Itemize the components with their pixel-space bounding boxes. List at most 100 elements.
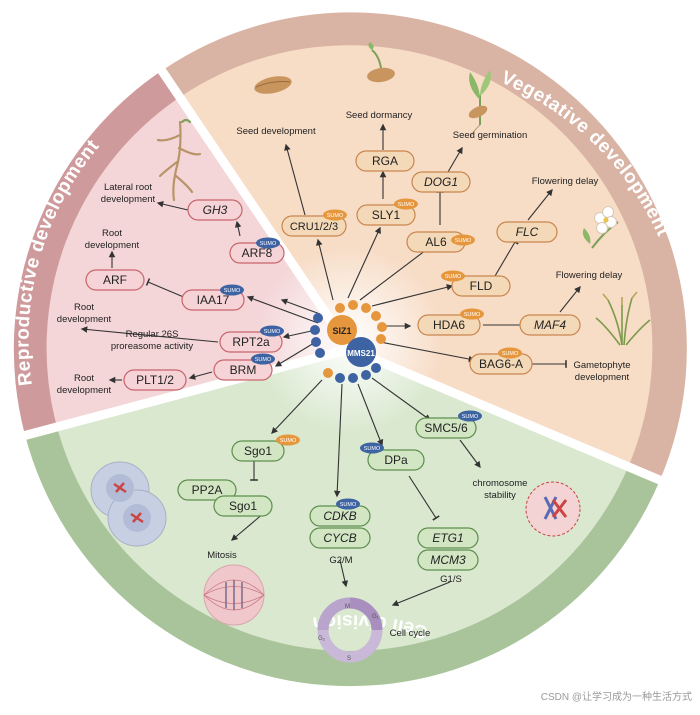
sumo-tag-brm: SUMO	[251, 353, 275, 365]
label-flowering-delay-2: Flowering delay	[556, 270, 623, 281]
svg-text:MAF4: MAF4	[534, 318, 566, 332]
svg-text:DPa: DPa	[384, 453, 408, 467]
mms21-node	[346, 337, 376, 367]
cell-cycle-wheel: M G₁ S G₂	[317, 597, 383, 663]
sumo-tag-hda6: SUMO	[460, 308, 484, 320]
sumo-tag-rpt2a: SUMO	[260, 325, 284, 337]
label-cell-cycle: Cell cycle	[390, 628, 431, 639]
svg-text:RGA: RGA	[372, 154, 398, 168]
gene-mcm3: MCM3	[417, 549, 479, 571]
gene-maf4: MAF4	[519, 314, 581, 336]
rice-plant-icon	[595, 291, 651, 346]
root-icon	[156, 118, 202, 202]
label-flowering-delay-1: Flowering delay	[532, 176, 599, 187]
label-g2m: G2/M	[329, 555, 352, 566]
sumo-tag-fld: SUMO	[441, 270, 465, 282]
label-root-dev-a2: development	[85, 240, 140, 251]
siz1-label: SIZ1	[332, 326, 351, 336]
seed-icon	[254, 76, 292, 94]
svg-text:SUMO: SUMO	[327, 213, 344, 219]
gene-gh3: GH3	[187, 199, 243, 221]
sumo-tag-smc: SUMO	[458, 410, 482, 422]
svg-text:MCM3: MCM3	[430, 553, 466, 567]
svg-text:BAG6-A: BAG6-A	[479, 357, 523, 371]
label-root-dev-c2: development	[57, 385, 112, 396]
svg-text:SUMO: SUMO	[502, 351, 519, 357]
sumo-tag-sgo1: SUMO	[276, 434, 300, 446]
gene-cdkb: CDKB	[309, 505, 371, 527]
label-seed-germination: Seed germination	[453, 130, 527, 141]
label-mitosis: Mitosis	[207, 550, 237, 561]
gene-sgo1-b: Sgo1	[213, 495, 273, 517]
svg-text:SMC5/6: SMC5/6	[424, 421, 468, 435]
gene-arf: ARF	[85, 269, 145, 291]
svg-text:PLT1/2: PLT1/2	[136, 373, 174, 387]
svg-text:CRU1/2/3: CRU1/2/3	[290, 221, 338, 233]
label-seed-dormancy: Seed dormancy	[346, 110, 413, 121]
vegetative-area	[180, 45, 653, 466]
gene-flc: FLC	[496, 221, 558, 243]
gene-al6: AL6	[406, 231, 466, 253]
gene-rga: RGA	[355, 150, 415, 172]
siz1-node	[327, 315, 357, 345]
svg-text:SUMO: SUMO	[398, 202, 415, 208]
svg-text:SUMO: SUMO	[260, 241, 277, 247]
svg-text:HDA6: HDA6	[433, 318, 465, 332]
sumo-tag-al6: SUMO	[451, 234, 475, 246]
flower-icon	[582, 206, 619, 249]
label-lateral-root-1: Lateral root	[104, 182, 152, 193]
phase-g1-label: G₁	[372, 614, 379, 620]
sumo-tag-sly1: SUMO	[394, 198, 418, 210]
svg-text:ARF: ARF	[103, 273, 127, 287]
watermark: CSDN @让学习成为一种生活方式	[541, 690, 692, 703]
svg-text:SUMO: SUMO	[280, 438, 297, 444]
gene-dog1: DOG1	[411, 171, 471, 193]
spindle-icon	[203, 564, 265, 626]
label-root-dev-c1: Root	[74, 373, 94, 384]
gene-fld: FLD	[451, 275, 511, 297]
sumo-tag-arf8: SUMO	[256, 237, 280, 249]
svg-text:ETG1: ETG1	[432, 531, 463, 545]
chromosome-icon	[525, 481, 581, 537]
svg-text:SUMO: SUMO	[445, 274, 462, 280]
svg-text:IAA17: IAA17	[197, 293, 230, 307]
label-gametophyte-1: Gametophyte	[573, 360, 630, 371]
phase-m-label: M	[345, 604, 350, 610]
label-chromosome-2: stability	[484, 490, 516, 501]
label-seed-development: Seed development	[236, 126, 316, 137]
svg-text:SLY1: SLY1	[372, 208, 401, 222]
svg-text:CDKB: CDKB	[323, 509, 356, 523]
svg-text:CYCB: CYCB	[323, 531, 356, 545]
label-root-dev-b2: development	[57, 314, 112, 325]
gene-sgo1-a: Sgo1	[231, 440, 285, 462]
svg-text:SUMO: SUMO	[264, 329, 281, 335]
seedling-icon	[468, 70, 491, 139]
gene-sly1: SLY1	[356, 204, 416, 226]
sumo-tag-dpa: SUMO	[360, 442, 384, 454]
gene-bag6: BAG6-A	[469, 353, 533, 375]
svg-text:DOG1: DOG1	[424, 175, 458, 189]
svg-text:Sgo1: Sgo1	[229, 499, 257, 513]
dividing-cells-icon	[90, 461, 167, 547]
gene-cycb: CYCB	[309, 527, 371, 549]
seed-dormancy-icon	[367, 42, 395, 83]
gene-dpa: DPa	[367, 449, 425, 471]
interaction-edges	[80, 123, 581, 607]
gene-plt: PLT1/2	[123, 369, 187, 391]
label-root-dev-a1: Root	[102, 228, 122, 239]
sumo-tag-bag6: SUMO	[498, 347, 522, 359]
svg-text:FLC: FLC	[516, 225, 539, 239]
label-g1s: G1/S	[440, 574, 462, 585]
gene-smc: SMC5/6	[415, 417, 477, 439]
label-proteasome-2: proreasome activity	[111, 341, 194, 352]
phase-s-label: S	[347, 656, 351, 662]
svg-text:SUMO: SUMO	[224, 288, 241, 294]
phase-g2-label: G₂	[318, 636, 326, 642]
svg-text:SUMO: SUMO	[462, 414, 479, 420]
gene-brm: BRM	[213, 359, 273, 381]
svg-text:RPT2a: RPT2a	[232, 335, 270, 349]
mms21-label: MMS21	[347, 349, 375, 358]
svg-text:ARF8: ARF8	[242, 246, 273, 260]
